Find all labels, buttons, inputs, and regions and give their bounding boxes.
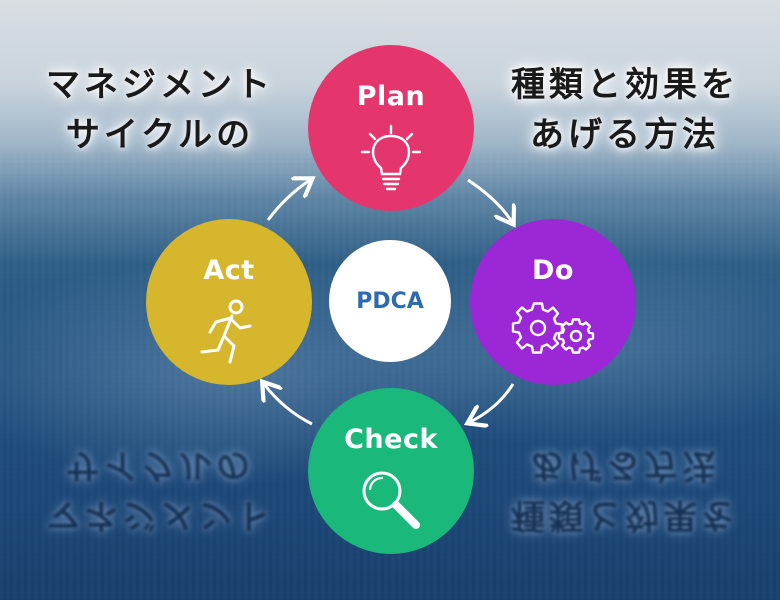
headline-left-line-1: マネジメント [46,65,274,105]
gears-icon [510,298,596,362]
check-circle: Check [308,388,474,554]
plan-circle: Plan [308,45,474,211]
headline-right-line-1: 種類と効果を [511,65,739,105]
arrow-do-to-check [470,383,515,422]
act-label: Act [203,255,255,286]
arrow-check-to-act [264,384,313,426]
pdca-center: PDCA [329,240,451,362]
magnifier-icon [358,467,424,535]
act-circle: Act [146,219,312,385]
headline-right-line-2: あげる方法 [530,115,720,155]
headline-right: 種類と効果を あげる方法 [495,60,755,160]
headline-left-line-2: サイクルの [65,115,255,155]
headline-left: マネジメント サイクルの [40,60,280,160]
plan-label: Plan [356,81,426,112]
running-person-icon [194,298,264,374]
arrow-plan-to-do [467,178,512,222]
check-label: Check [344,424,438,455]
do-label: Do [532,255,574,286]
lightbulb-icon [356,124,426,198]
arrow-act-to-plan [266,180,310,221]
do-circle: Do [470,219,636,385]
pdca-center-label: PDCA [356,288,424,314]
